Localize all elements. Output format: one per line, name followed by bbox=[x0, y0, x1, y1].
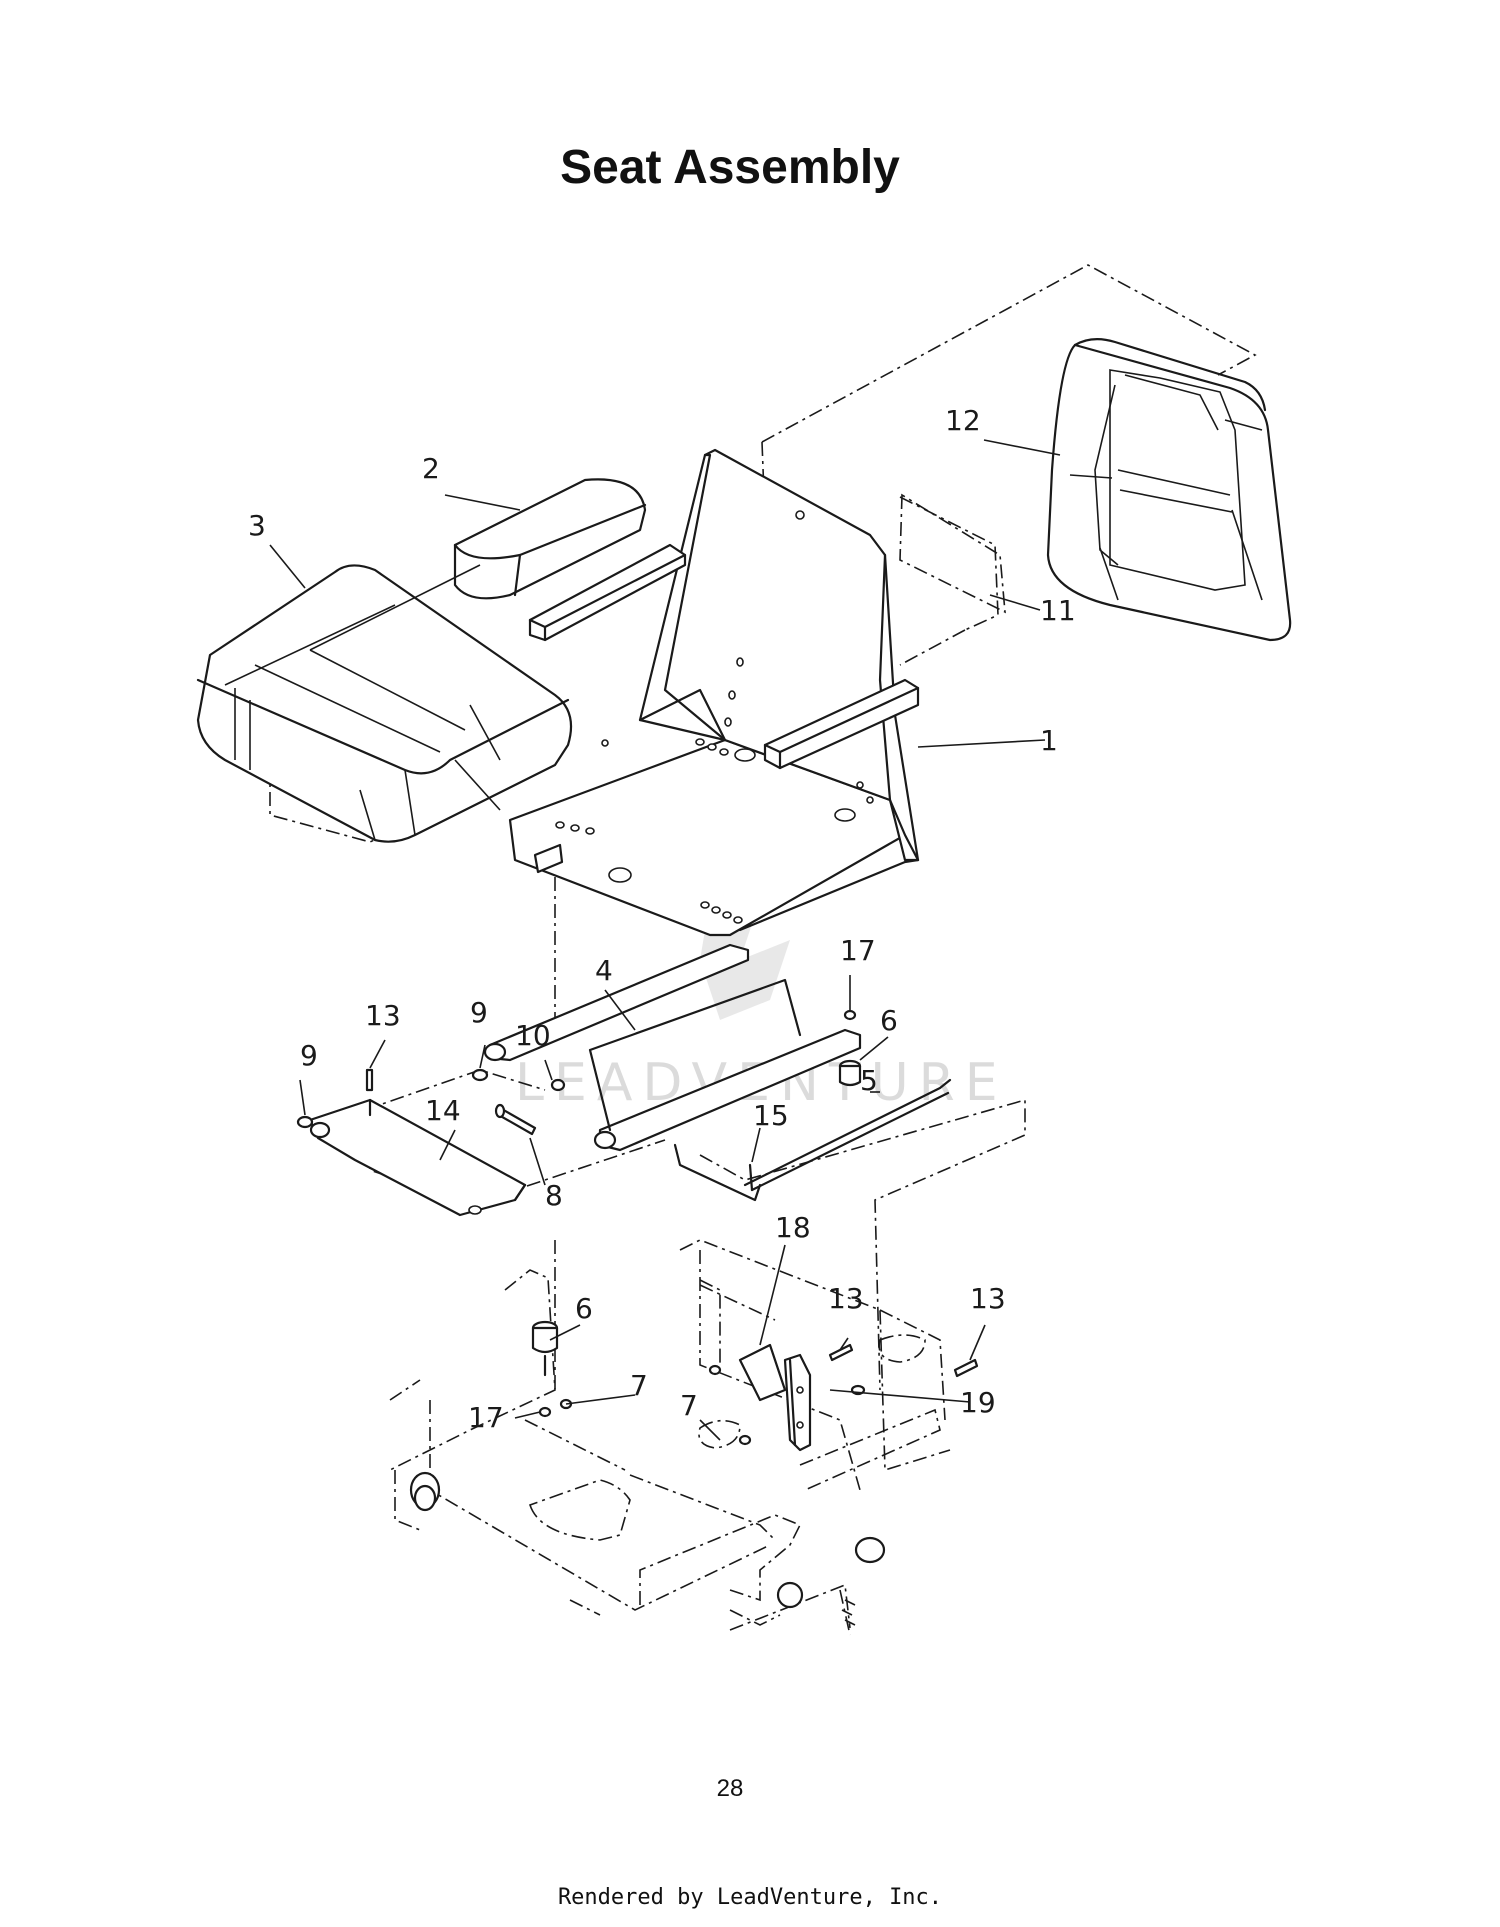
part-18-19-plates bbox=[538, 1343, 979, 1452]
callout-13-left: 13 bbox=[365, 999, 401, 1032]
callout-7-left: 7 bbox=[630, 1369, 648, 1402]
callout-5: 5 bbox=[860, 1064, 878, 1097]
callout-9-right: 9 bbox=[470, 996, 488, 1029]
callout-11: 11 bbox=[1040, 594, 1076, 627]
part-12-back-cushion bbox=[1046, 338, 1292, 642]
callout-19: 19 bbox=[960, 1386, 996, 1419]
callout-13-middle: 13 bbox=[828, 1282, 864, 1315]
page-number: 28 bbox=[716, 1775, 744, 1802]
chassis-frame bbox=[389, 1239, 951, 1636]
callout-2: 2 bbox=[422, 452, 440, 485]
footer-credit: Rendered by LeadVenture, Inc. bbox=[557, 1885, 943, 1910]
part-14-bracket bbox=[308, 1098, 527, 1217]
part-5-rod bbox=[743, 1078, 952, 1192]
part-2-armrest bbox=[453, 478, 647, 600]
callout-18: 18 bbox=[775, 1211, 811, 1244]
callout-6-upper: 6 bbox=[880, 1004, 898, 1037]
callout-8: 8 bbox=[545, 1179, 563, 1212]
callout-12: 12 bbox=[945, 404, 981, 437]
callout-labels: 1 2 3 4 5 6 6 7 7 8 9 9 10 11 12 13 13 1… bbox=[248, 404, 1076, 1434]
page-title: Seat Assembly bbox=[560, 141, 900, 194]
callout-15: 15 bbox=[753, 1099, 789, 1132]
part-11-decal bbox=[899, 493, 1006, 614]
callout-9-left: 9 bbox=[300, 1039, 318, 1072]
callout-17-upper: 17 bbox=[840, 934, 876, 967]
part-3-seat-cushion bbox=[196, 564, 573, 843]
callout-6-lower: 6 bbox=[575, 1292, 593, 1325]
callout-17-lower: 17 bbox=[468, 1401, 504, 1434]
part-4-subframe bbox=[483, 943, 862, 1202]
hardware-fasteners bbox=[296, 1009, 857, 1192]
part-6-bumper-lower bbox=[531, 1320, 559, 1377]
callout-10: 10 bbox=[515, 1019, 551, 1052]
callout-13-right: 13 bbox=[970, 1282, 1006, 1315]
callout-14: 14 bbox=[425, 1094, 461, 1127]
part-1-seat-frame bbox=[508, 448, 920, 937]
callout-3: 3 bbox=[248, 509, 266, 542]
callout-4: 4 bbox=[595, 954, 613, 987]
callout-leaders bbox=[269, 439, 1061, 1441]
callout-1: 1 bbox=[1040, 724, 1058, 757]
part-6-bumper-upper bbox=[838, 1059, 862, 1087]
part-8-bolt bbox=[494, 1103, 537, 1136]
callout-7-right: 7 bbox=[680, 1389, 698, 1422]
